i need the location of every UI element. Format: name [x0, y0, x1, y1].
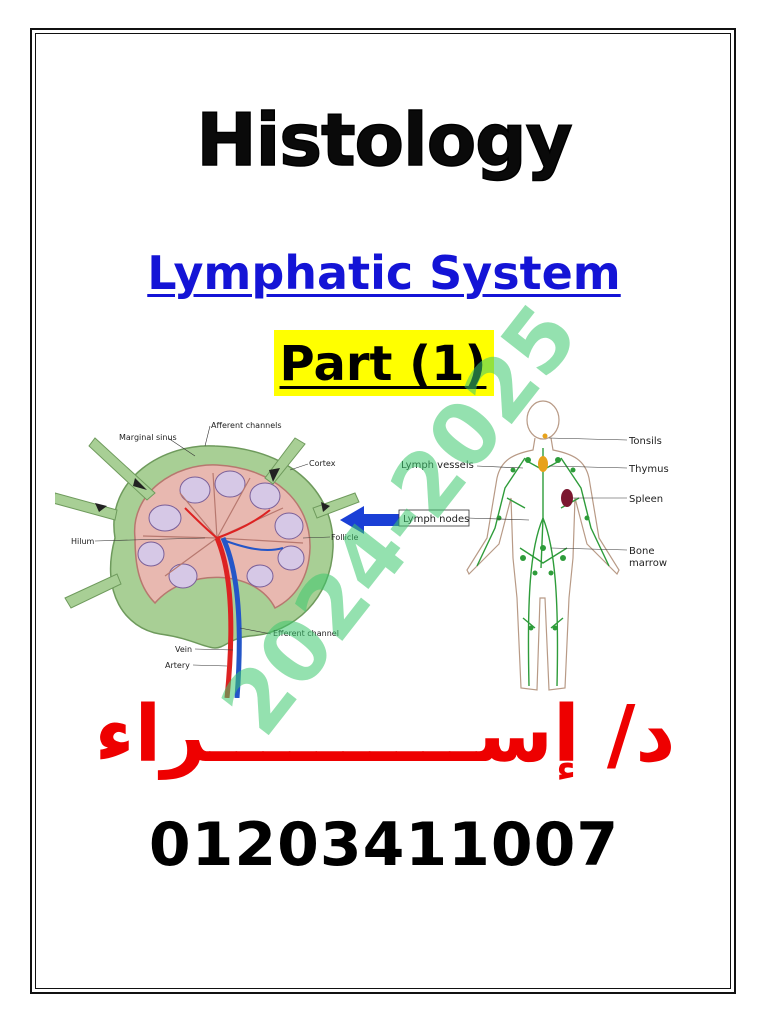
document-subtitle: Lymphatic System: [147, 246, 621, 300]
author-name: د/ إســــــــــراء: [94, 690, 676, 780]
lymph-node-diagram: Marginal sinus Afferent channels Cortex …: [55, 421, 360, 698]
phone-number: 01203411007: [148, 810, 620, 880]
page-border-outer: [30, 28, 736, 994]
label-lymph-vessels: Lymph vessels: [401, 460, 474, 471]
label-tonsils: Tonsils: [628, 436, 662, 447]
pointer-arrow: [340, 506, 410, 534]
document-title: Histology: [196, 97, 574, 183]
part-label: Part (1): [273, 330, 495, 396]
label-afferent-channels: Afferent channels: [211, 421, 282, 430]
label-lymph-nodes: Lymph nodes: [403, 514, 469, 525]
label-marrow: marrow: [629, 558, 667, 569]
label-artery: Artery: [165, 661, 190, 670]
label-marginal-sinus: Marginal sinus: [119, 433, 177, 442]
body-lymphatic-diagram: Tonsils Lymph vessels Thymus Spleen Lymp…: [398, 400, 669, 691]
page-border-inner: [35, 33, 731, 989]
label-thymus: Thymus: [628, 464, 669, 475]
label-follicle: Follicle: [331, 533, 359, 542]
label-vein: Vein: [175, 645, 192, 654]
label-bone: Bone: [629, 546, 654, 557]
label-hilum: Hilum: [71, 537, 95, 546]
label-spleen: Spleen: [629, 494, 663, 505]
part-label-row: Part (1): [0, 330, 768, 396]
label-efferent-channel: Efferent channel: [273, 629, 339, 638]
label-cortex: Cortex: [309, 459, 336, 468]
